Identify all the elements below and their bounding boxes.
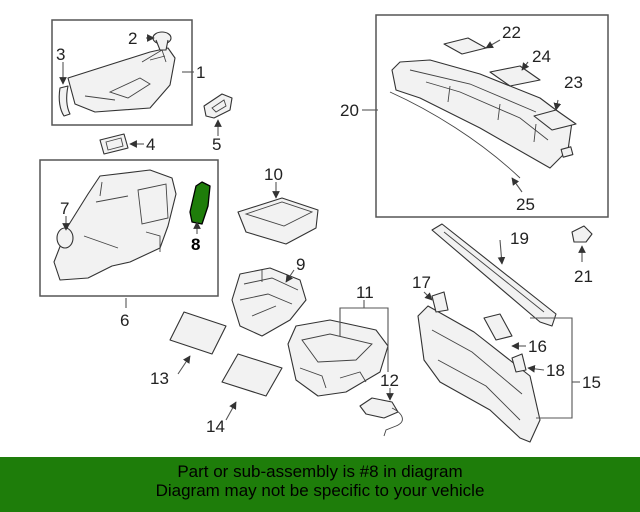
callout-9: 9 (296, 255, 305, 274)
callout-14: 14 (206, 417, 225, 436)
part-25-strip[interactable] (389, 91, 521, 179)
leader-23 (553, 99, 562, 111)
callout-21: 21 (574, 267, 593, 286)
part-17-clip[interactable] (431, 291, 449, 313)
part-5-handle[interactable] (203, 93, 233, 119)
part-12-wire-harness[interactable] (359, 397, 403, 437)
callout-24: 24 (532, 47, 551, 66)
callout-4: 4 (146, 135, 155, 154)
part-21-clip[interactable] (571, 225, 593, 243)
part-3-weatherstrip[interactable] (58, 85, 71, 117)
callout-23: 23 (564, 73, 583, 92)
part-1-quarter-trim-upper[interactable] (67, 47, 176, 113)
part-18-clip[interactable] (511, 353, 527, 373)
part-4-bezel[interactable] (99, 133, 129, 155)
leader-15 (530, 317, 573, 382)
callout-7: 7 (60, 199, 69, 218)
leader-13 (177, 355, 191, 375)
part-14-mat[interactable] (221, 353, 283, 397)
callout-13: 13 (150, 369, 169, 388)
callout-15: 15 (582, 373, 601, 392)
part-15-trunk-trim[interactable] (417, 305, 541, 443)
banner-line-2: Diagram may not be specific to your vehi… (155, 481, 485, 500)
callout-19: 19 (510, 229, 529, 248)
callout-2: 2 (128, 29, 137, 48)
part-2-clip[interactable] (152, 31, 172, 51)
part-6-quarter-trim-lower[interactable] (53, 169, 177, 281)
leader-25 (511, 177, 523, 193)
part-9-console-bracket[interactable] (231, 267, 307, 337)
callout-25: 25 (516, 195, 535, 214)
part-10-console-lid[interactable] (237, 197, 319, 245)
part-13-mat[interactable] (169, 311, 227, 355)
part-22-cover[interactable] (443, 37, 487, 55)
part-16-lamp[interactable] (483, 313, 513, 341)
info-banner: Part or sub-assembly is #8 in diagram Di… (0, 457, 640, 512)
callout-3: 3 (56, 45, 65, 64)
leader-15b (536, 382, 573, 419)
banner-line-1: Part or sub-assembly is #8 in diagram (177, 462, 463, 481)
leader-14 (225, 401, 237, 421)
leader-24 (521, 61, 530, 71)
part-23-cover[interactable] (533, 109, 577, 158)
callout-17: 17 (412, 273, 431, 292)
leader-19 (497, 239, 506, 265)
callout-8: 8 (191, 235, 200, 254)
part-11-console-box[interactable] (287, 319, 389, 397)
callout-6: 6 (120, 311, 129, 330)
leader-17 (423, 291, 433, 301)
part-19-rear-panel[interactable] (431, 223, 557, 327)
callout-18: 18 (546, 361, 565, 380)
callout-10: 10 (264, 165, 283, 184)
leader-18 (527, 365, 545, 373)
group-box-20 (375, 14, 609, 218)
part-8-trim-panel-highlighted[interactable] (189, 181, 211, 225)
callout-5: 5 (212, 135, 221, 154)
callout-16: 16 (528, 337, 547, 356)
callout-20: 20 (340, 101, 359, 120)
callout-1: 1 (196, 63, 205, 82)
callout-12: 12 (380, 371, 399, 390)
parts-diagram: 1 2 3 4 5 6 7 8 9 10 11 12 13 14 15 16 1… (39, 14, 609, 443)
callout-11: 11 (356, 283, 374, 302)
leader-22 (485, 39, 501, 49)
part-7-cap[interactable] (56, 227, 74, 249)
leader-9 (285, 269, 295, 283)
part-24-cover[interactable] (489, 65, 541, 87)
group-box-6 (39, 159, 219, 297)
callout-22: 22 (502, 23, 521, 42)
